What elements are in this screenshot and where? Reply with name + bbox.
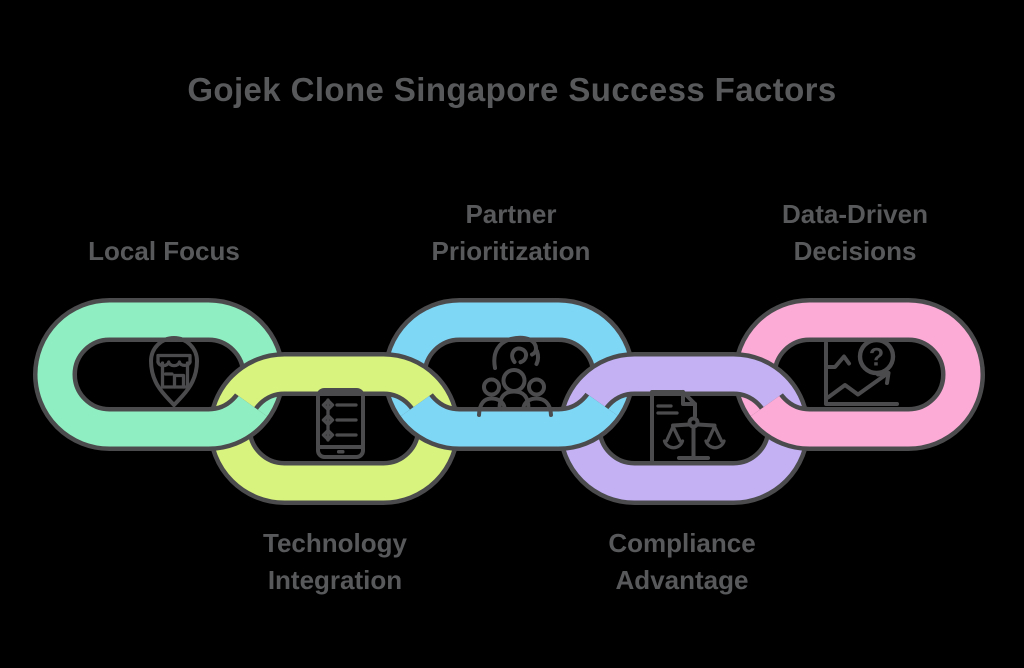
factor-label-compliance-advantage: Compliance Advantage: [551, 525, 813, 599]
factor-label-local-focus: Local Focus: [33, 233, 295, 270]
factor-label-line: Prioritization: [431, 236, 591, 266]
factor-label-line: Local Focus: [88, 236, 240, 266]
factor-label-line: Decisions: [793, 236, 917, 266]
factor-label-data-driven-decisions: Data-Driven Decisions: [724, 196, 986, 270]
phone-settings-icon: [316, 388, 365, 459]
factor-label-partner-prioritization: Partner Prioritization: [380, 196, 642, 270]
factor-label-line: Technology: [263, 528, 407, 558]
factor-label-line: Compliance: [608, 528, 756, 558]
factor-label-line: Advantage: [615, 565, 749, 595]
store-location-pin-icon: [149, 336, 199, 407]
factor-label-technology-integration: Technology Integration: [204, 525, 466, 599]
hand-people-icon: [477, 335, 553, 417]
chart-question-icon: ?: [824, 337, 899, 406]
document-scales-icon: [650, 390, 726, 465]
factor-label-line: Integration: [267, 565, 403, 595]
factor-label-line: Data-Driven: [782, 199, 928, 229]
page-title: Gojek Clone Singapore Success Factors: [187, 71, 837, 108]
factor-label-line: Partner: [465, 199, 557, 229]
question-mark-glyph: ?: [869, 344, 884, 372]
